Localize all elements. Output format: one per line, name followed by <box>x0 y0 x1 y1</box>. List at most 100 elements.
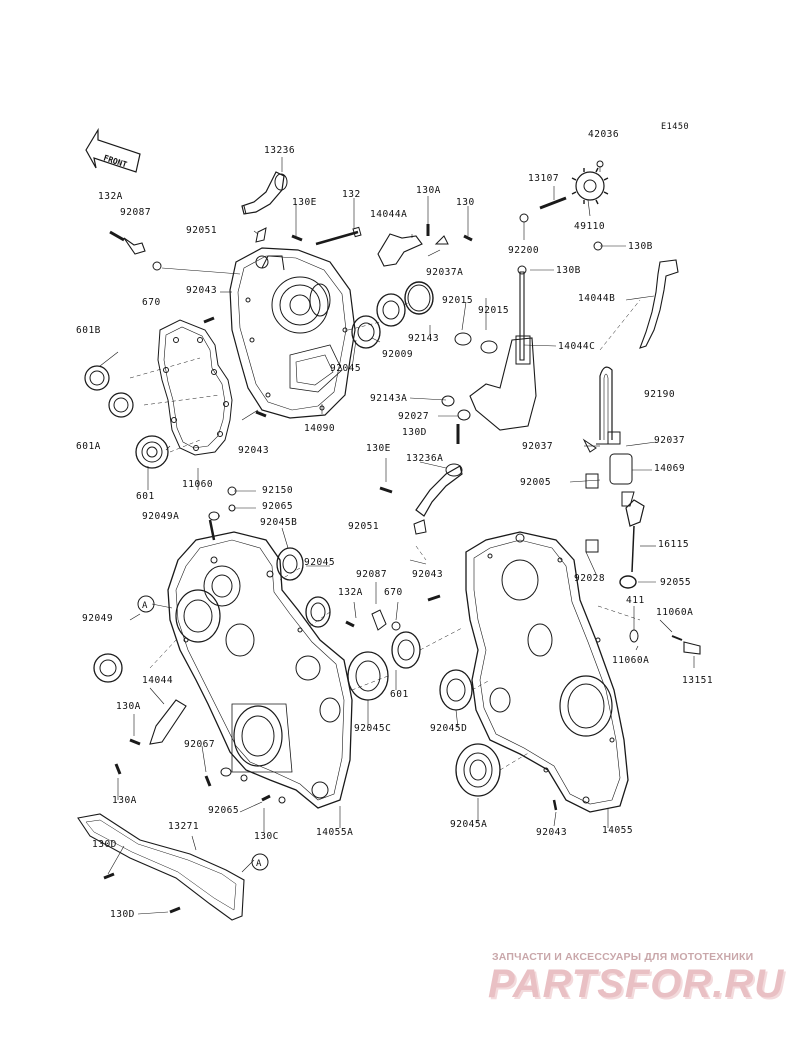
bracket-14044c <box>469 265 537 431</box>
bolt-132 <box>315 226 362 246</box>
part-label: 130E <box>292 197 317 208</box>
part-label: 601A <box>76 441 101 452</box>
part-label: 92051 <box>348 521 380 532</box>
part-label: 411 <box>626 595 645 606</box>
part-label: 132 <box>342 189 361 200</box>
part-label: 130C <box>254 831 279 842</box>
part-label: 92043 <box>186 285 218 296</box>
reference-a-markers: A A <box>137 595 269 871</box>
part-label: 14044A <box>370 209 408 220</box>
part-label: 92055 <box>660 577 692 588</box>
part-label: 92087 <box>120 207 152 218</box>
part-label: 92045C <box>354 723 392 734</box>
part-label: 130D <box>92 839 117 850</box>
pump-gear <box>519 160 609 251</box>
part-label: 92087 <box>356 569 388 580</box>
oil-seals-left <box>84 365 169 469</box>
part-label: 601B <box>76 325 101 336</box>
part-label: 14055 <box>602 825 634 836</box>
part-label: 130D <box>110 909 135 920</box>
part-label: 11060A <box>656 607 694 618</box>
part-label: 92043 <box>412 569 444 580</box>
part-label: 92045A <box>450 819 488 830</box>
part-label: 13236 <box>264 145 296 156</box>
part-label: 13107 <box>528 173 560 184</box>
leader-lines <box>99 157 695 915</box>
watermark-logo: PARTSFOR.RU <box>488 962 785 1006</box>
part-label: 11060 <box>182 479 214 490</box>
part-label: 92150 <box>262 485 294 496</box>
part-label: 92045 <box>304 557 336 568</box>
crankcase-right <box>427 531 629 813</box>
part-label: 130D <box>402 427 427 438</box>
stator-cover-gasket <box>157 319 233 456</box>
shift-lever-upper <box>241 171 288 243</box>
bracket-14044 <box>114 699 187 775</box>
part-label: 92190 <box>644 389 676 400</box>
part-label: 92143 <box>408 333 440 344</box>
diagram-code: E1450 <box>661 122 690 132</box>
part-label: 92009 <box>382 349 414 360</box>
part-label: 92049 <box>82 613 114 624</box>
part-label: 601 <box>136 491 155 502</box>
part-label: 92045B <box>260 517 298 528</box>
part-label: 132A <box>338 587 363 598</box>
part-label: 92037 <box>654 435 686 446</box>
part-label: 92028 <box>574 573 606 584</box>
bracket-14044b <box>639 259 679 349</box>
part-label: 11060A <box>612 655 650 666</box>
part-label: 92015 <box>442 295 474 306</box>
part-label: 92043 <box>238 445 270 456</box>
part-label: 92045 <box>330 363 362 374</box>
part-label: 13151 <box>682 675 714 686</box>
part-label: 601 <box>390 689 409 700</box>
ref-a-lower: A <box>256 859 262 869</box>
part-label: 92049A <box>142 511 180 522</box>
neutral-switch <box>629 629 701 655</box>
small-bolts <box>109 224 473 418</box>
part-label: 92037 <box>522 441 554 452</box>
part-label: 670 <box>142 297 161 308</box>
watermark-subtitle: ЗАПЧАСТИ И АКСЕССУАРЫ ДЛЯ МОТОТЕХНИКИ <box>492 951 754 963</box>
part-label: 670 <box>384 587 403 598</box>
nuts <box>441 332 498 444</box>
part-label: 92043 <box>536 827 568 838</box>
part-label: 92045D <box>430 723 468 734</box>
lower-bolts <box>204 767 558 811</box>
bearings-upper-middle <box>351 281 434 349</box>
alignment-lines <box>129 299 641 771</box>
part-label: 130A <box>416 185 441 196</box>
dipstick <box>619 499 645 589</box>
part-label: 14090 <box>304 423 336 434</box>
part-label: 92037A <box>426 267 464 278</box>
part-label: 130A <box>116 701 141 712</box>
front-arrow-icon: FRONT <box>85 127 141 173</box>
part-label: 13271 <box>168 821 200 832</box>
part-label: 16115 <box>658 539 690 550</box>
crankcase-left <box>167 519 353 809</box>
gasket-13271 <box>77 813 245 921</box>
crankcase-cover <box>229 247 356 419</box>
part-label: 14044 <box>142 675 174 686</box>
breather-hose <box>582 366 635 507</box>
part-label: 13236A <box>406 453 444 464</box>
part-label: 132A <box>98 191 123 202</box>
part-label: 92051 <box>186 225 218 236</box>
part-label: 14069 <box>654 463 686 474</box>
part-label: 130E <box>366 443 391 454</box>
part-label: 130 <box>456 197 475 208</box>
shift-lever-lower <box>379 463 463 535</box>
part-label: 92015 <box>478 305 510 316</box>
part-label: 130B <box>628 241 653 252</box>
part-label: 92067 <box>184 739 216 750</box>
part-label: 49110 <box>574 221 606 232</box>
part-label: 130B <box>556 265 581 276</box>
part-label: 92065 <box>262 501 294 512</box>
part-label: 130A <box>112 795 137 806</box>
part-label: 14044B <box>578 293 616 304</box>
part-label: 92027 <box>398 411 430 422</box>
part-label: 42036 <box>588 129 620 140</box>
part-label: 14055A <box>316 827 354 838</box>
ref-a-upper: A <box>142 601 148 611</box>
